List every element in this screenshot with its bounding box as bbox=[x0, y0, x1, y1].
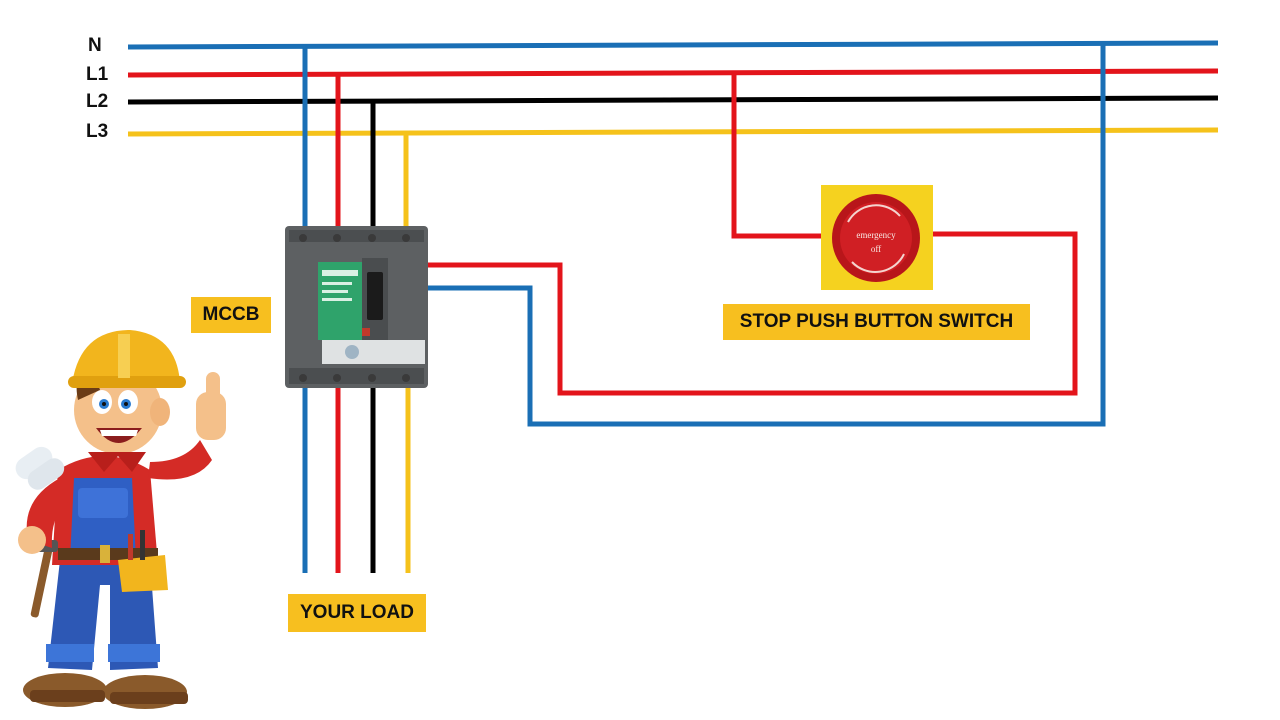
bus-label-n: N bbox=[88, 35, 102, 56]
stop-push-button-label: STOP PUSH BUTTON SWITCH bbox=[723, 304, 1030, 340]
bus-wire-l1 bbox=[127, 68, 1219, 78]
stop-button-face-line1: emergency bbox=[856, 230, 896, 240]
bus-label-l2: L2 bbox=[86, 91, 109, 112]
bus-wire-l2 bbox=[127, 95, 1219, 105]
bus-wire-n bbox=[127, 40, 1219, 50]
bus-label-l3: L3 bbox=[86, 121, 109, 142]
bus-label-l1: L1 bbox=[86, 64, 109, 85]
mccb-label: MCCB bbox=[191, 297, 271, 333]
bus-wire-l3 bbox=[127, 127, 1219, 137]
control-wire-return bbox=[425, 231, 1078, 396]
emergency-stop-button: emergency off bbox=[821, 185, 933, 290]
electrician-illustration bbox=[15, 330, 226, 709]
control-wire-n bbox=[425, 44, 1106, 427]
mccb-breaker bbox=[285, 226, 428, 388]
stop-button-face-line2: off bbox=[871, 244, 881, 254]
your-load-label: YOUR LOAD bbox=[288, 594, 426, 632]
control-wire-l1 bbox=[731, 72, 830, 239]
